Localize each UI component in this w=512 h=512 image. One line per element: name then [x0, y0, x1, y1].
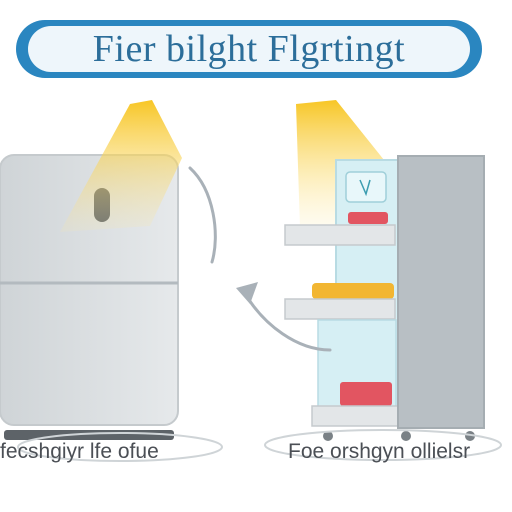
- shelf-middle: [284, 298, 396, 320]
- fridge-open-icon: [284, 155, 485, 441]
- light-cone-icon: [60, 100, 182, 232]
- title-pill: Fier bilght Flgrtingt: [28, 26, 470, 72]
- page-title: Fier bilght Flgrtingt: [92, 28, 406, 70]
- fridge-door-panel: [397, 155, 485, 429]
- food-item-yellow: [312, 283, 394, 299]
- caption-right: Foe orshgyn ollielsr: [288, 440, 471, 463]
- curved-arrow-icon: [188, 166, 217, 264]
- arrow-head-icon: [236, 282, 258, 304]
- floor-shadow-right: [264, 429, 502, 461]
- curved-arrow-icon: [242, 290, 332, 352]
- caption-left: fecshgiyr lfe ofue: [0, 440, 159, 463]
- floor-shadow-left: [17, 432, 223, 462]
- food-item-red-bottom: [340, 382, 392, 406]
- shelf-bottom: [311, 405, 399, 427]
- shelf-top: [284, 224, 396, 246]
- food-item-red: [348, 212, 388, 224]
